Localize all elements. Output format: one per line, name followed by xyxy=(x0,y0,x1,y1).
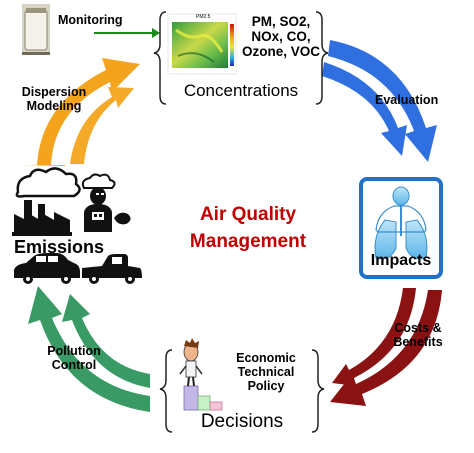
monitoring-arrow xyxy=(94,28,160,38)
decisions-label: Decisions xyxy=(200,411,284,432)
impacts-box xyxy=(359,177,443,279)
pollutants-line-1: PM, SO2, xyxy=(251,14,311,29)
map-title: PM2.5 xyxy=(196,14,211,20)
diagram-title: Air Quality Management xyxy=(168,204,328,253)
dispersion-modeling-label: Dispersion Modeling xyxy=(12,85,96,114)
dispersion-modeling-line-1: Dispersion xyxy=(21,85,87,99)
decision-maker-figure xyxy=(179,338,223,411)
impacts-label: Impacts xyxy=(370,252,432,269)
pollutants-list: PM, SO2, NOx, CO, Ozone, VOC xyxy=(238,14,324,60)
monitoring-label: Monitoring xyxy=(58,13,123,27)
costs-benefits-line-1: Costs & xyxy=(394,321,442,335)
concentrations-label: Concentrations xyxy=(183,81,299,100)
diagram-title-line-1: Air Quality xyxy=(199,204,297,225)
costs-benefits-label: Costs & Benefits xyxy=(376,321,460,350)
car-icon xyxy=(14,253,80,284)
decision-factor-technical: Technical xyxy=(237,364,295,379)
costs-arrow xyxy=(330,288,442,406)
pickup-truck-icon xyxy=(82,254,142,284)
pollution-control-line-2: Control xyxy=(51,357,97,372)
concentrations-brace xyxy=(153,11,329,105)
diagram-title-line-2: Management xyxy=(189,230,307,252)
decision-factors: Economic Technical Policy xyxy=(222,351,310,393)
dispersion-arrow xyxy=(21,58,140,166)
evaluation-arrow xyxy=(322,40,437,162)
pollutants-line-2: NOx, CO, xyxy=(251,28,311,44)
decision-factor-economic: Economic xyxy=(236,351,296,365)
concentration-map xyxy=(167,13,237,75)
pollution-control-arrow xyxy=(28,286,150,412)
air-sampler-image xyxy=(22,4,50,55)
pollution-control-label: Pollution Control xyxy=(34,344,114,373)
dispersion-modeling-line-2: Modeling xyxy=(26,98,82,113)
decisions-brace xyxy=(159,349,325,433)
costs-benefits-line-2: Benefits xyxy=(393,334,443,349)
evaluation-label: Evaluation xyxy=(375,93,439,107)
factory-icon xyxy=(12,167,81,236)
decision-factor-policy: Policy xyxy=(247,378,285,393)
emissions-label: Emissions xyxy=(14,237,105,257)
smoker-icon xyxy=(81,173,131,232)
pollutants-line-3: Ozone, VOC xyxy=(241,43,320,59)
pollution-control-line-1: Pollution xyxy=(47,344,101,358)
